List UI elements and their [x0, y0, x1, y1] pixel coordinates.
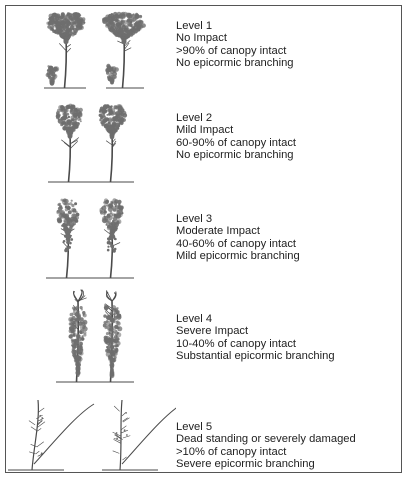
level-3-tree-illustrations	[6, 186, 176, 281]
level-1-impact: No Impact	[176, 32, 398, 44]
level-3-canopy: 40-60% of canopy intact	[176, 238, 398, 250]
level-4-title: Level 4	[176, 313, 398, 325]
level-2-branching: No epicormic branching	[176, 149, 398, 161]
level-4-row: Level 4 Severe Impact 10-40% of canopy i…	[6, 287, 401, 384]
level-4-tree-illustrations	[6, 287, 176, 384]
impact-levels-diagram: Level 1 No Impact >90% of canopy intact …	[5, 5, 402, 473]
level-2-canopy: 60-90% of canopy intact	[176, 137, 398, 149]
level-3-branching: Mild epicormic branching	[176, 250, 398, 262]
level-1-title: Level 1	[176, 20, 398, 32]
level-5-impact: Dead standing or severely damaged	[176, 433, 398, 445]
tree-level-2-left	[48, 104, 92, 182]
tree-level-3-right	[90, 198, 134, 278]
tree-level-1-right	[102, 12, 146, 88]
level-2-tree-illustrations	[6, 96, 176, 186]
level-5-row: Level 5 Dead standing or severely damage…	[6, 392, 401, 472]
level-3-impact: Moderate Impact	[176, 225, 398, 237]
level-1-tree-illustrations	[6, 8, 176, 93]
tree-level-4-right	[90, 290, 134, 382]
level-3-description: Level 3 Moderate Impact 40-60% of canopy…	[176, 213, 398, 263]
level-5-title: Level 5	[176, 421, 398, 433]
level-4-description: Level 4 Severe Impact 10-40% of canopy i…	[176, 313, 398, 363]
level-4-impact: Severe Impact	[176, 325, 398, 337]
level-2-impact: Mild Impact	[176, 124, 398, 136]
level-5-canopy: >10% of canopy intact	[176, 446, 398, 458]
level-5-tree-illustrations	[6, 392, 176, 472]
level-2-description: Level 2 Mild Impact 60-90% of canopy int…	[176, 112, 398, 162]
level-1-row: Level 1 No Impact >90% of canopy intact …	[6, 8, 401, 93]
level-1-description: Level 1 No Impact >90% of canopy intact …	[176, 20, 398, 70]
level-4-canopy: 10-40% of canopy intact	[176, 338, 398, 350]
level-2-row: Level 2 Mild Impact 60-90% of canopy int…	[6, 96, 401, 186]
tree-level-4-left	[56, 290, 100, 382]
level-1-canopy: >90% of canopy intact	[176, 45, 398, 57]
level-5-description: Level 5 Dead standing or severely damage…	[176, 421, 398, 471]
tree-level-5-right	[102, 400, 176, 470]
level-2-title: Level 2	[176, 112, 398, 124]
level-3-row: Level 3 Moderate Impact 40-60% of canopy…	[6, 186, 401, 281]
tree-level-5-left	[8, 400, 94, 470]
level-3-title: Level 3	[176, 213, 398, 225]
level-1-branching: No epicormic branching	[176, 57, 398, 69]
tree-level-1-left	[44, 12, 86, 88]
tree-level-3-left	[46, 198, 90, 278]
level-5-branching: Severe epicormic branching	[176, 458, 398, 470]
tree-level-2-right	[90, 104, 134, 182]
level-4-branching: Substantial epicormic branching	[176, 350, 398, 362]
